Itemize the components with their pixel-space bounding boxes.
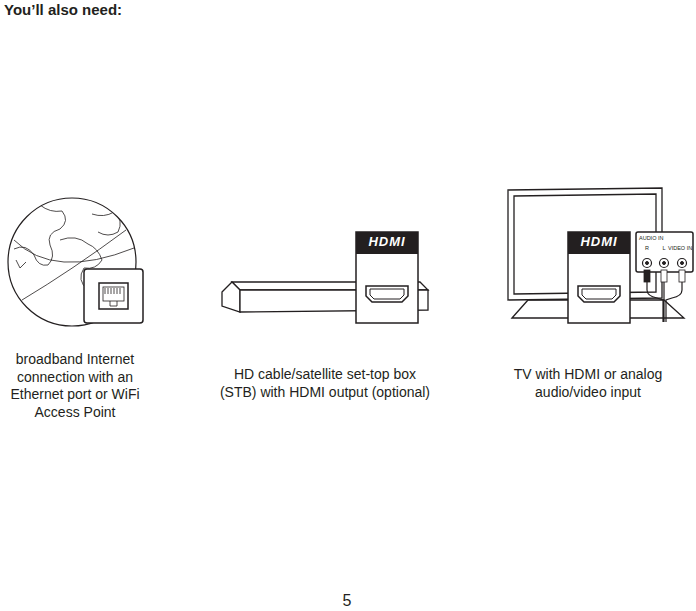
port-label: VIDEO IN bbox=[668, 245, 692, 251]
hdmi-port bbox=[568, 232, 630, 323]
caption: TV with HDMI or analog audio/video input bbox=[500, 366, 676, 401]
caption: HD cable/satellite set-top box (STB) wit… bbox=[215, 366, 435, 401]
port-label: AUDIO IN bbox=[639, 235, 665, 241]
pin-label: R bbox=[642, 245, 652, 251]
globe-icon bbox=[8, 198, 136, 326]
hdmi-logo: HDMI bbox=[356, 234, 418, 251]
ethernet-port bbox=[84, 269, 143, 323]
pin-label: L bbox=[659, 245, 669, 251]
caption: broadband Internet connection with an Et… bbox=[0, 351, 150, 421]
page-heading: You’ll also need: bbox=[4, 1, 122, 18]
av-input-panel bbox=[636, 232, 693, 322]
hdmi-logo: HDMI bbox=[568, 234, 630, 251]
hdmi-port bbox=[356, 232, 418, 323]
page-number: 5 bbox=[317, 591, 377, 610]
